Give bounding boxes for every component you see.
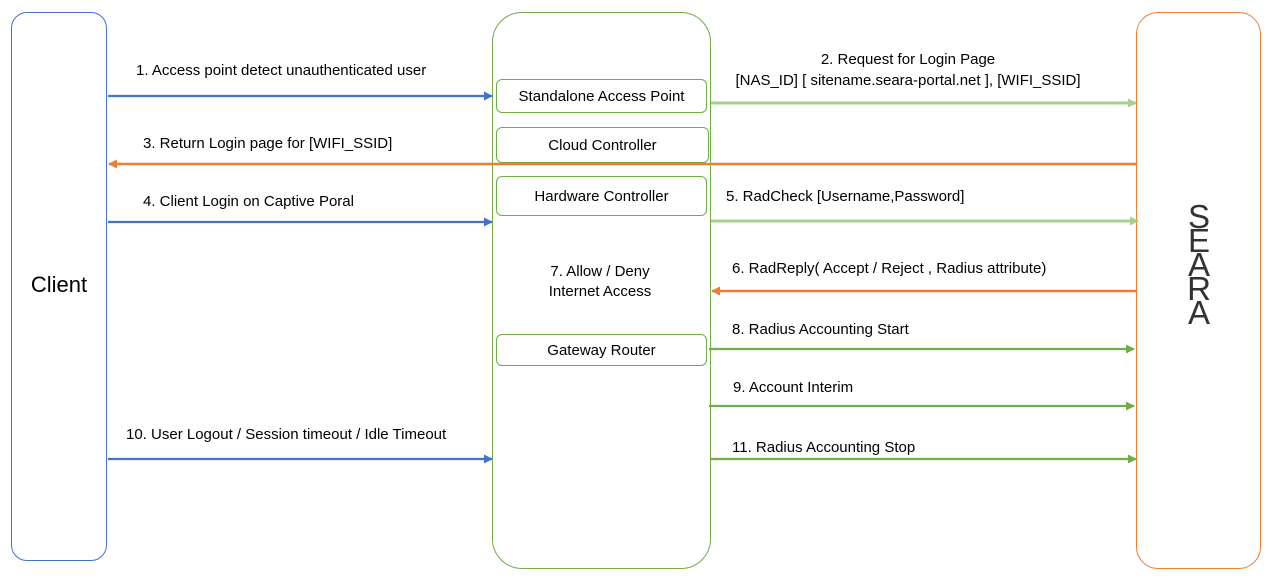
allow-deny-note: 7. Allow / Deny Internet Access — [510, 262, 690, 302]
client-lane — [11, 12, 107, 561]
hardware-controller-box: Hardware Controller — [496, 176, 707, 216]
step-6-label: 6. RadReply( Accept / Reject , Radius at… — [732, 260, 1047, 277]
seara-logo-letter: R — [1187, 270, 1211, 307]
step-2-label-line2: [NAS_ID] [ sitename.seara-portal.net ], … — [735, 72, 1081, 89]
step-4-label: 4. Client Login on Captive Poral — [143, 193, 354, 210]
standalone-access-point-box: Standalone Access Point — [496, 79, 707, 113]
step-5-label: 5. RadCheck [Username,Password] — [726, 188, 965, 205]
step-8-label: 8. Radius Accounting Start — [732, 321, 909, 338]
seara-logo: S E A R A — [1181, 198, 1217, 331]
seara-logo-letter: A — [1187, 246, 1210, 283]
step-10-label: 10. User Logout / Session timeout / Idle… — [126, 426, 447, 443]
step-2-label: 2. Request for Login Page [NAS_ID] [ sit… — [730, 49, 1086, 91]
step-9-label: 9. Account Interim — [733, 379, 854, 396]
seara-logo-letter: A — [1187, 294, 1210, 331]
gateway-router-box: Gateway Router — [496, 334, 707, 366]
seara-logo-letter: S — [1187, 198, 1210, 235]
cloud-controller-box: Cloud Controller — [496, 127, 709, 163]
seara-lane — [1136, 12, 1261, 569]
allow-deny-note-line2: Internet Access — [548, 283, 652, 300]
seara-logo-letter: E — [1187, 222, 1210, 259]
allow-deny-note-line1: 7. Allow / Deny — [550, 263, 650, 280]
step-2-label-line1: 2. Request for Login Page — [820, 51, 996, 68]
client-label: Client — [30, 272, 88, 297]
step-1-label: 1. Access point detect unauthenticated u… — [136, 62, 427, 79]
step-11-label: 11. Radius Accounting Stop — [732, 439, 916, 456]
step-3-label: 3. Return Login page for [WIFI_SSID] — [143, 135, 393, 152]
